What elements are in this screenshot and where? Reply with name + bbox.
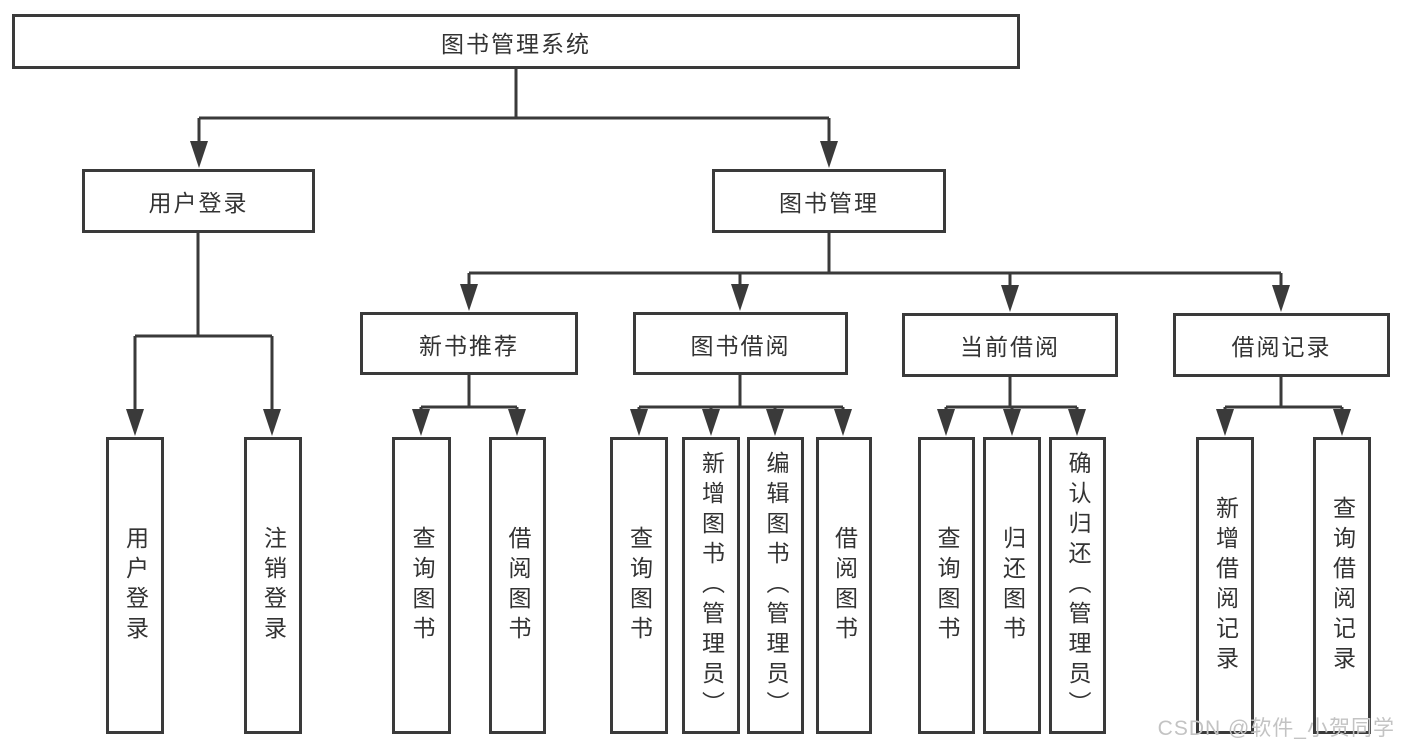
leaf-borrow-books-recommend: 借阅图书: [489, 437, 546, 734]
leaf-query-borrow-record: 查询借阅记录: [1313, 437, 1371, 734]
leaf-query-books-current: 查询图书: [918, 437, 975, 734]
leaf-query-books-current-label: 查询图书: [934, 525, 960, 646]
leaf-add-borrow-record: 新增借阅记录: [1196, 437, 1254, 734]
node-borrow-records: 借阅记录: [1173, 313, 1390, 377]
node-book-management: 图书管理: [712, 169, 946, 233]
node-current-borrow-label: 当前借阅: [960, 334, 1060, 360]
leaf-borrow-books-label: 借阅图书: [831, 525, 858, 646]
node-borrow-records-label: 借阅记录: [1231, 334, 1332, 360]
node-library-system: 图书管理系统: [12, 14, 1020, 69]
leaf-return-books: 归还图书: [983, 437, 1041, 734]
node-new-book-recommend: 新书推荐: [360, 312, 578, 375]
leaf-add-books-admin-label: 新增图书（管理员）: [698, 450, 725, 721]
csdn-watermark: CSDN @软件_小贺同学: [1157, 717, 1395, 740]
leaf-query-books-recommend: 查询图书: [392, 437, 451, 734]
node-user-login: 用户登录: [82, 169, 315, 233]
leaf-query-books-borrow: 查询图书: [610, 437, 668, 734]
leaf-logout-label: 注销登录: [260, 525, 287, 646]
leaf-return-books-label: 归还图书: [999, 525, 1026, 646]
node-new-book-recommend-label: 新书推荐: [419, 332, 519, 359]
leaf-confirm-return-admin: 确认归还（管理员）: [1049, 437, 1106, 734]
leaf-add-borrow-record-label: 新增借阅记录: [1212, 495, 1239, 676]
node-library-system-label: 图书管理系统: [441, 30, 591, 57]
leaf-add-books-admin: 新增图书（管理员）: [682, 437, 740, 734]
leaf-user-login-label: 用户登录: [122, 525, 149, 646]
leaf-user-login: 用户登录: [106, 437, 164, 734]
node-book-borrow-label: 图书借阅: [690, 332, 791, 359]
leaf-edit-books-admin-label: 编辑图书（管理员）: [763, 450, 789, 721]
leaf-query-books-borrow-label: 查询图书: [626, 525, 653, 646]
node-book-management-label: 图书管理: [779, 190, 879, 216]
leaf-edit-books-admin: 编辑图书（管理员）: [747, 437, 804, 734]
arrowhead-icons: [126, 141, 1351, 436]
leaf-query-books-recommend-label: 查询图书: [409, 525, 435, 646]
node-user-login-label: 用户登录: [148, 190, 249, 216]
node-book-borrow: 图书借阅: [633, 312, 848, 375]
leaf-query-borrow-record-label: 查询借阅记录: [1329, 495, 1356, 676]
leaf-borrow-books-recommend-label: 借阅图书: [505, 525, 531, 646]
leaf-borrow-books: 借阅图书: [816, 437, 872, 734]
node-current-borrow: 当前借阅: [902, 313, 1118, 377]
leaf-confirm-return-admin-label: 确认归还（管理员）: [1065, 450, 1091, 721]
leaf-logout: 注销登录: [244, 437, 302, 734]
